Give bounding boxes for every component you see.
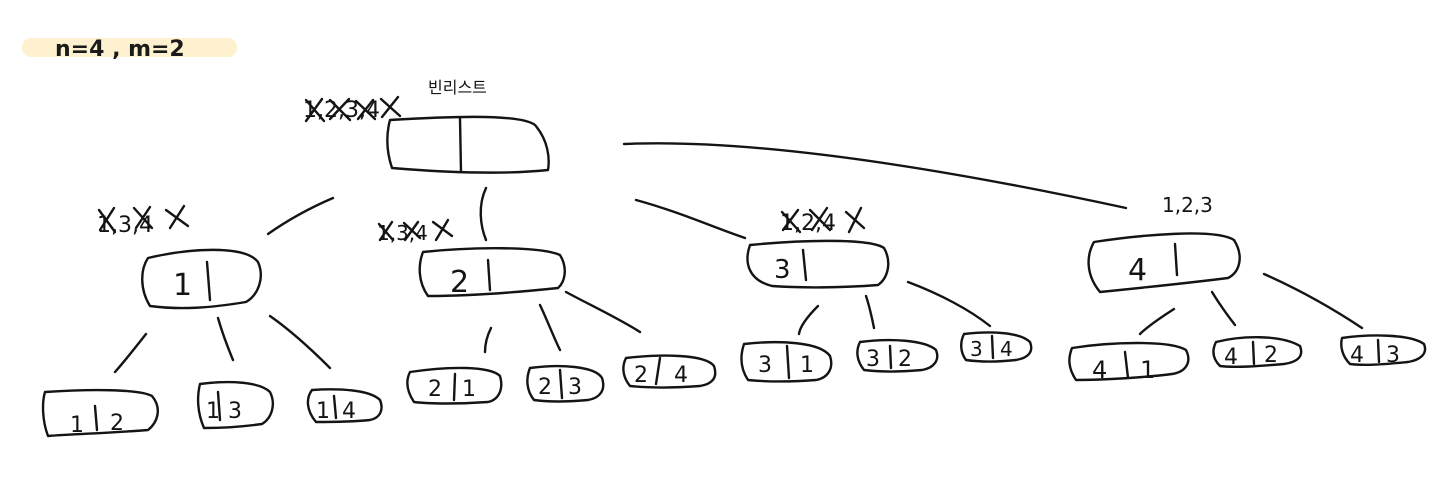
svg-text:2: 2 [1264,343,1278,368]
svg-text:2: 2 [634,363,648,388]
svg-text:4: 4 [1128,253,1147,288]
svg-text:3: 3 [970,337,983,361]
title-group: n=4 , m=2 [22,37,237,62]
level2-node-3-2: 3 2 [856,338,939,373]
title-highlight [22,38,237,57]
level2-node-3-4: 3 4 [960,331,1033,363]
svg-text:3: 3 [228,399,242,424]
svg-text:2: 2 [538,375,552,400]
level1-node-4-label: 1,2,3 [1162,193,1213,217]
svg-text:4: 4 [674,363,688,388]
svg-text:4: 4 [342,399,356,424]
level1-node-2-label: 1,3,4 [377,218,454,245]
level2-node-2-3: 2 3 [526,364,605,403]
svg-text:2: 2 [898,347,912,372]
title: n=4 , m=2 [55,37,185,62]
level1-node-2: 2 1,3,4 [377,218,566,300]
level1-node-4: 4 1,2,3 [1087,193,1241,294]
svg-text:1: 1 [316,399,330,424]
svg-text:1: 1 [462,377,476,402]
svg-text:3: 3 [568,375,582,400]
svg-text:3: 3 [1386,343,1400,368]
edges-root-level1 [266,142,1128,242]
level1-node-1: 1 1,3,4 [97,204,262,310]
svg-text:2: 2 [110,411,124,436]
root-node: 1,2,3,4 빈리스트 [303,78,550,174]
root-crossed-label: 1,2,3,4 [303,95,402,123]
svg-text:1: 1 [206,399,220,424]
root-note: 빈리스트 [428,78,487,97]
svg-text:3: 3 [774,255,791,285]
level2-node-1-4: 1 4 [306,388,383,424]
level2-node-4-3: 4 3 [1340,334,1427,368]
svg-text:1: 1 [800,353,814,378]
svg-text:2: 2 [450,265,469,300]
svg-text:3: 3 [758,353,772,378]
level2-node-4-2: 4 2 [1212,336,1303,370]
level2-node-2-1: 2 1 [406,366,503,405]
svg-text:4: 4 [1350,343,1364,368]
level2-node-4-1: 4 1 [1068,341,1190,384]
svg-text:4: 4 [1092,356,1107,384]
level1-node-3-label: 1,2,4 [780,206,866,236]
svg-text:1: 1 [173,268,192,303]
level2-node-3-1: 3 1 [740,340,833,383]
svg-text:1: 1 [70,413,84,438]
svg-text:4: 4 [1224,345,1238,370]
svg-text:4: 4 [1000,337,1013,361]
level2-node-1-2: 1 2 [41,388,159,438]
level1-node-3: 3 1,2,4 [746,206,890,289]
svg-text:2: 2 [428,377,442,402]
level1-node-1-label: 1,3,4 [97,204,190,238]
svg-text:3: 3 [866,347,880,372]
edges-level1-level2 [113,272,1364,374]
level2-node-1-3: 1 3 [196,380,274,430]
svg-text:1: 1 [1140,356,1155,384]
level2-node-2-4: 2 4 [622,354,717,389]
